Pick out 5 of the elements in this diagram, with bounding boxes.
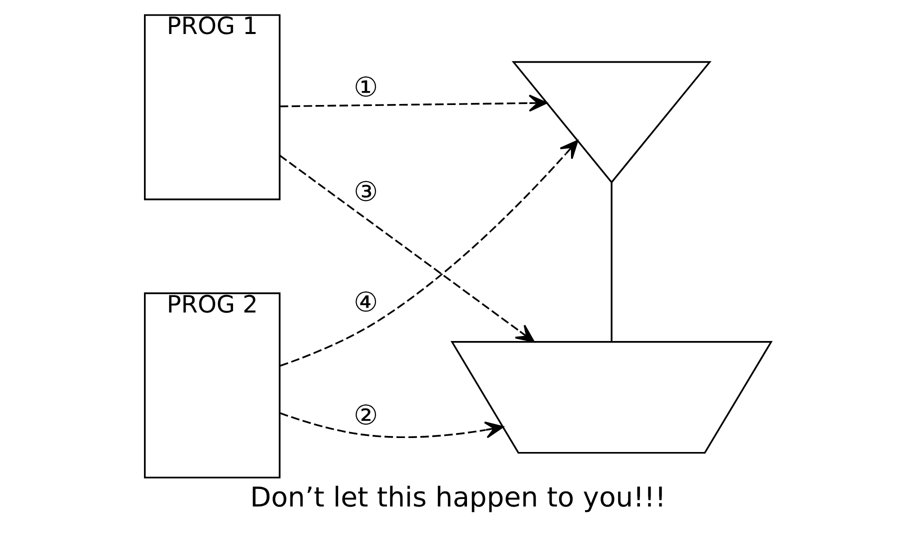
edge-label: ③	[353, 176, 378, 208]
caption: Don’t let this happen to you!!!	[250, 482, 666, 514]
edge-label: ①	[353, 72, 378, 104]
edge-label: ④	[353, 288, 378, 319]
edge-label: ②	[353, 400, 378, 432]
